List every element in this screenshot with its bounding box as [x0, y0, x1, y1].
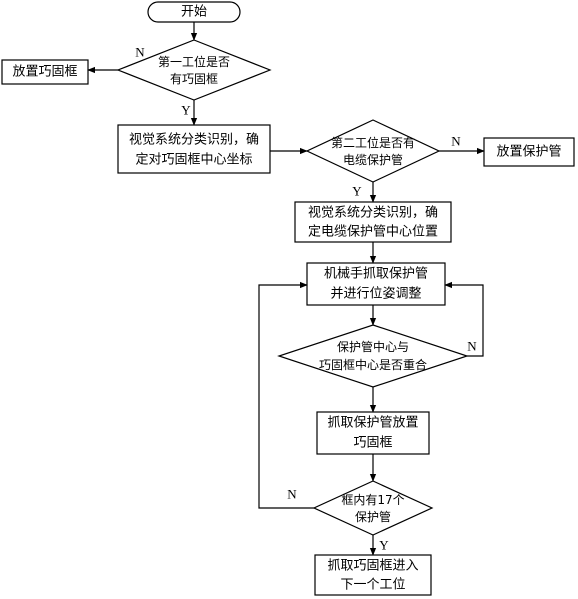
place-frame-label: 放置巧固框 [12, 65, 77, 80]
label-d2-no: N [451, 134, 461, 149]
decision-frame-has-17-tubes: 框内有17个 保护管 [312, 480, 434, 536]
decision2-line1: 第二工位是否有 [331, 135, 415, 150]
decision-second-station-has-tube: 第二工位是否有 电缆保护管 [305, 119, 441, 183]
robot-grab-box: 机械手抓取保护管 并进行位姿调整 [306, 262, 446, 306]
next-station-line1: 抓取巧固框进入 [327, 559, 418, 574]
vision-frame-box: 视觉系统分类识别，确 定对巧固框中心坐标 [117, 124, 271, 174]
decision3-line1: 保护管中心与 [337, 339, 409, 354]
decision4-line1: 框内有17个 [341, 493, 404, 507]
vision-frame-line1: 视觉系统分类识别，确 [129, 133, 259, 148]
label-d4-yes: Y [379, 538, 389, 553]
start-label: 开始 [181, 5, 207, 20]
decision2-line2: 电缆保护管 [343, 152, 403, 167]
connectors [87, 22, 485, 556]
label-d1-yes: Y [181, 103, 191, 118]
decision1-line1: 第一工位是否 [158, 54, 230, 69]
vision-tube-line1: 视觉系统分类识别，确 [308, 206, 438, 221]
grab-place-box: 抓取保护管放置 巧固框 [316, 411, 430, 455]
next-station-line2: 下一个工位 [340, 578, 405, 593]
decision3-line2: 巧固框中心是否重合 [319, 357, 427, 372]
robot-grab-line2: 并进行位姿调整 [330, 286, 421, 302]
place-tube-label: 放置保护管 [496, 145, 561, 160]
label-d1-no: N [135, 45, 145, 60]
vision-tube-line2: 定电缆保护管中心位置 [308, 224, 438, 240]
decision1-line2: 有巧固框 [170, 72, 218, 86]
decision-centers-coincide: 保护管中心与 巧固框中心是否重合 [277, 324, 469, 388]
arrow-d3-no-loop [444, 281, 484, 357]
arrow-d4-no-loop [258, 281, 314, 509]
grab-place-line1: 抓取保护管放置 [327, 416, 418, 431]
place-frame-box: 放置巧固框 [1, 59, 89, 85]
decision4-line2: 保护管 [355, 509, 391, 524]
place-tube-box: 放置保护管 [483, 137, 575, 167]
label-d2-yes: Y [352, 184, 362, 199]
grab-place-line2: 巧固框 [353, 436, 392, 451]
label-d3-no: N [467, 339, 477, 354]
vision-tube-box: 视觉系统分类识别，确 定电缆保护管中心位置 [294, 201, 452, 243]
next-station-box: 抓取巧固框进入 下一个工位 [314, 554, 432, 596]
robot-grab-line1: 机械手抓取保护管 [324, 267, 428, 282]
label-d4-no: N [287, 487, 297, 502]
vision-frame-line2: 定对巧固框中心坐标 [135, 153, 252, 168]
start-terminator: 开始 [147, 1, 241, 23]
